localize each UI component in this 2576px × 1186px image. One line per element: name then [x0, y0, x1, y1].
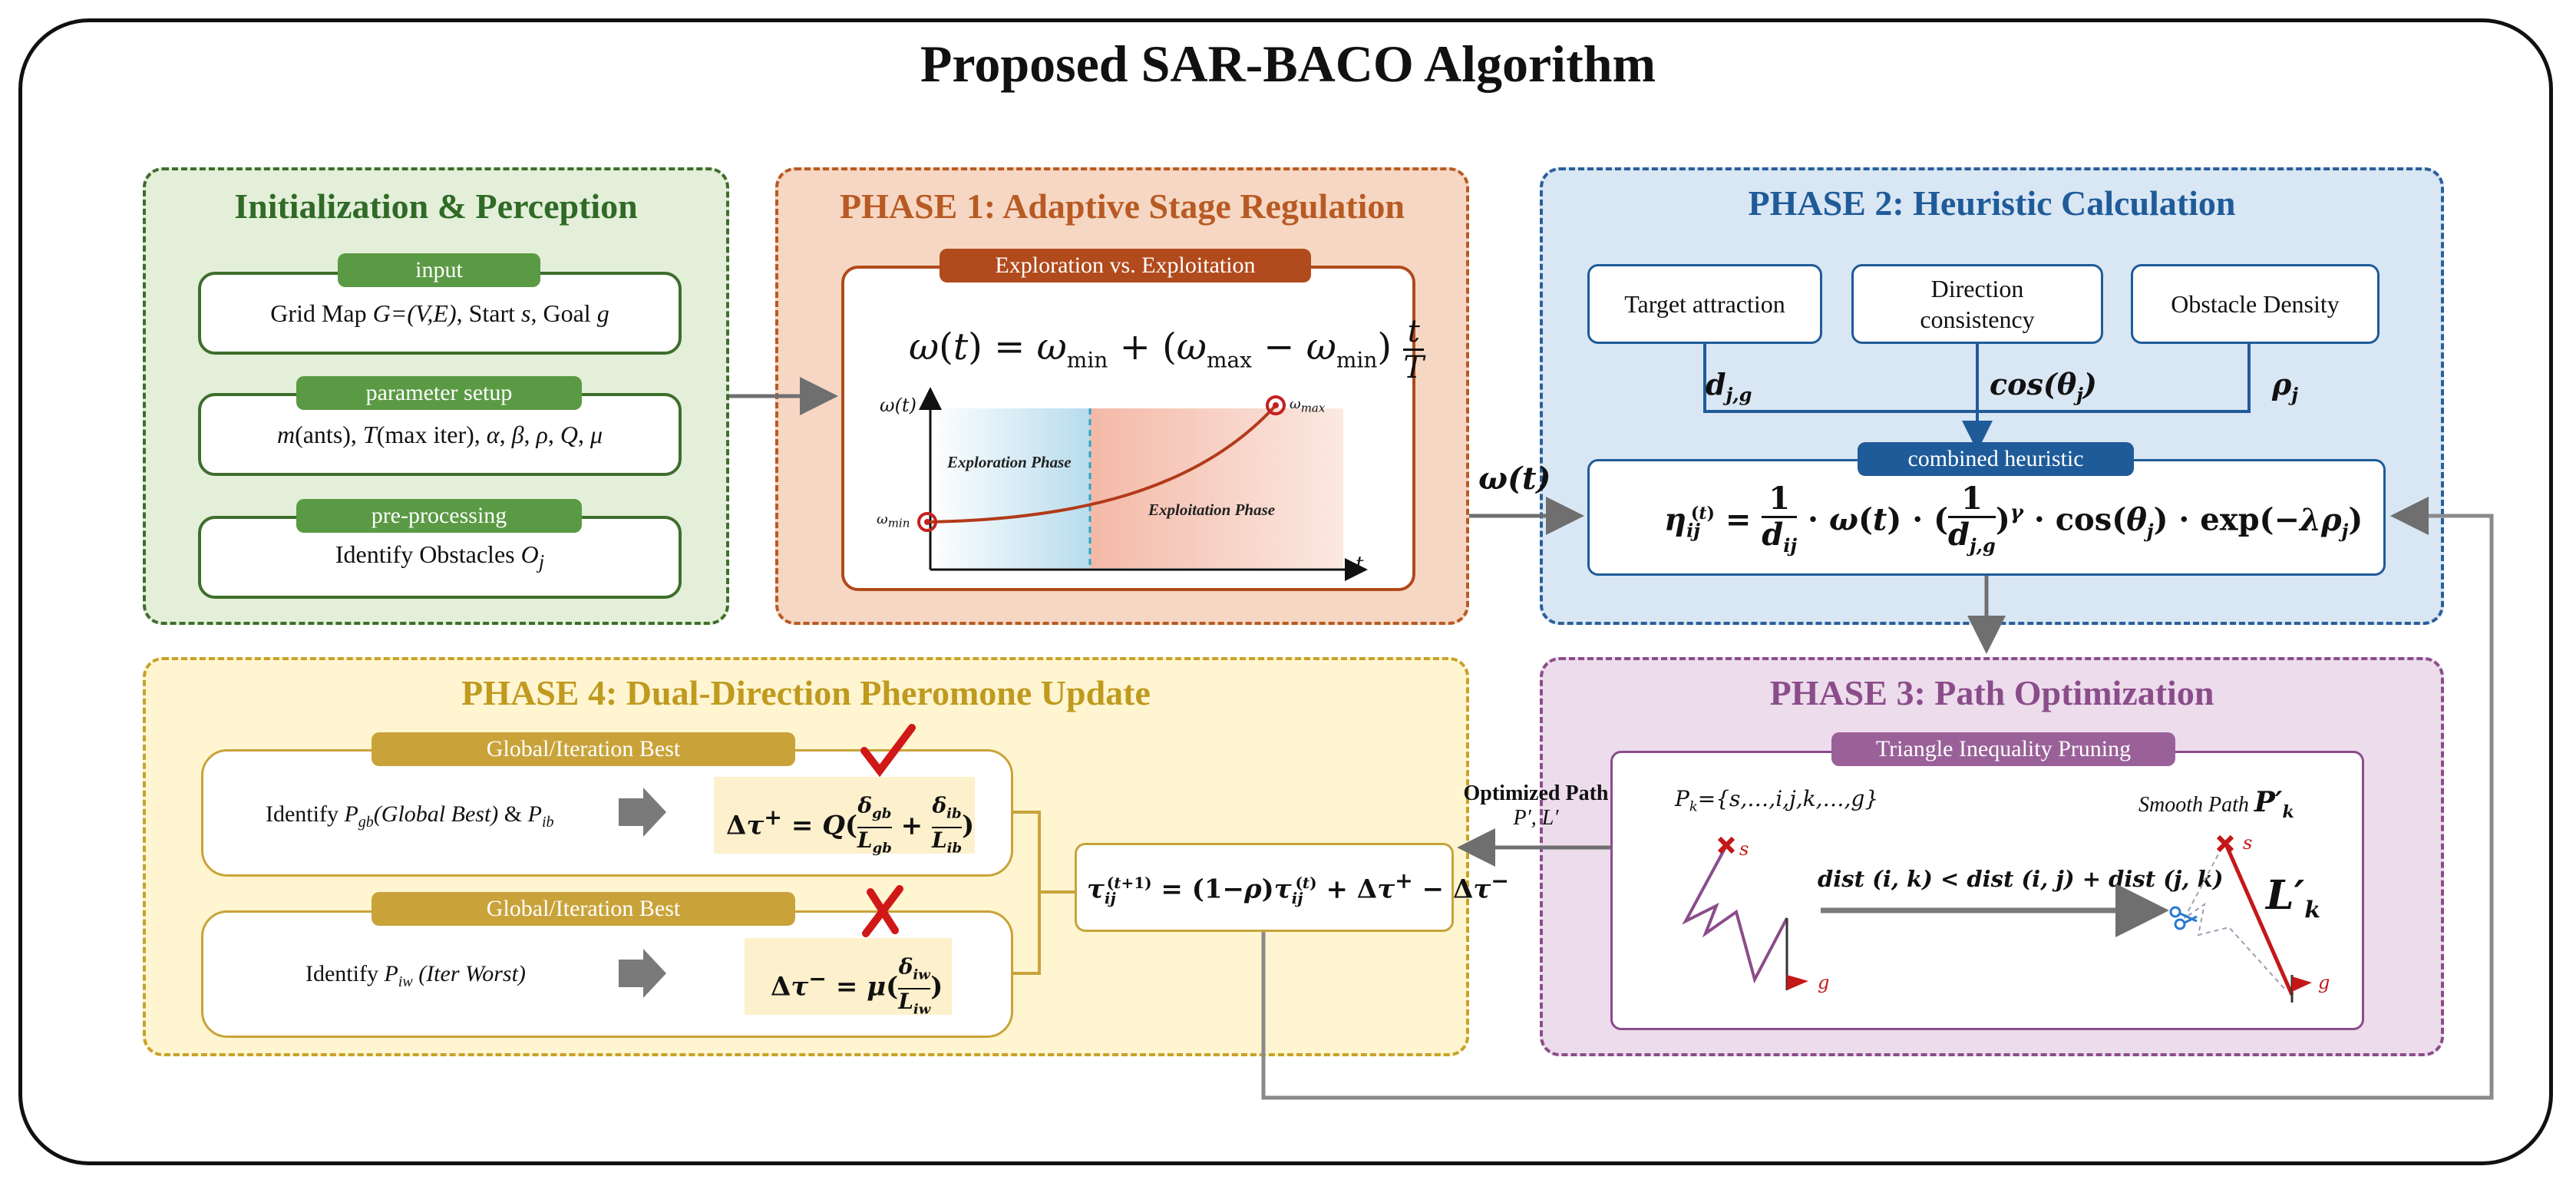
omega-max-dot [1273, 402, 1279, 408]
pk-set-label: Pk={s,…,i,j,k,…,g} [1675, 786, 1879, 815]
obstacle-density-box: Obstacle Density [2131, 264, 2379, 344]
smooth-goal-flag-icon [2292, 976, 2312, 992]
best-tag: Global/Iteration Best [372, 732, 795, 766]
optimized-path-label: Optimized Path P′, L′ [1463, 781, 1609, 830]
smooth-path-label: Smooth Path P′k [2138, 786, 2294, 823]
rho-j-label: ρj [2272, 367, 2298, 406]
worst-tag: Global/Iteration Best [372, 892, 795, 926]
chart-x-label: t [1356, 553, 1364, 576]
diagram-title: Proposed SAR-BACO Algorithm [920, 35, 1656, 93]
omega-min-label: ωmin [877, 511, 910, 530]
exploration-region [930, 408, 1090, 568]
phase1-tag: Exploration vs. Exploitation [940, 249, 1311, 282]
cross-icon-b [862, 885, 903, 937]
omega-min-dot [924, 519, 930, 525]
scissors-icon [2169, 906, 2198, 930]
d-jg-label: dj,g [1706, 367, 1752, 406]
best-text: Identify Pgb(Global Best) & Pib [266, 801, 554, 831]
omega-max-point [1266, 395, 1286, 415]
phase4-title: PHASE 4: Dual-Direction Pheromone Update [461, 673, 1151, 712]
pruned-segments [2184, 839, 2287, 991]
feedback-loop-arrow [1261, 497, 2494, 1100]
exploitation-region [1090, 408, 1343, 568]
chart-y-label: ω(t) [880, 395, 916, 416]
smooth-start-label: s [2243, 832, 2253, 854]
exploration-label: Exploration Phase [947, 453, 1072, 471]
init-title: Initialization & Perception [234, 187, 638, 226]
exploitation-label: Exploitation Phase [1148, 500, 1276, 519]
smooth-start-cross-b [2216, 834, 2234, 853]
update-box [1075, 843, 1454, 932]
phase1-title: PHASE 1: Adaptive Stage Regulation [839, 187, 1405, 226]
target-attraction-box: Target attraction [1587, 264, 1822, 344]
raw-path [1682, 844, 1788, 984]
preprocessing-tag: pre-processing [296, 499, 582, 533]
omega-max-label: ωmax [1290, 396, 1326, 415]
omega-flow-label: ω(t) [1478, 461, 1551, 497]
phase3-box [1610, 751, 2364, 1030]
worst-arrow-icon [619, 949, 666, 998]
params-tag: parameter setup [296, 376, 582, 410]
goal-flag-icon [1787, 975, 1808, 990]
update-formula: τij(t+1) = (1−ρ)τij(t) + Δτ+ − Δτ− [1087, 867, 1510, 908]
smooth-goal-label: g [2318, 972, 2330, 993]
omega-min-point [917, 512, 937, 532]
preprocessing-text: Identify Obstacles Oj [335, 540, 545, 573]
omega-curve [930, 404, 1277, 524]
smooth-path-line [2224, 843, 2294, 996]
worst-formula-bg [745, 938, 952, 1015]
input-tag: input [338, 253, 540, 287]
combined-heuristic-tag: combined heuristic [1858, 442, 2134, 476]
best-formula-bg [714, 777, 975, 854]
direction-consistency-box: Direction consistency [1851, 264, 2103, 344]
cos-theta-label: cos(θj) [1990, 367, 2097, 406]
worst-text: Identify Piw (Iter Worst) [305, 961, 526, 990]
start-cross-b [1717, 836, 1735, 854]
lk-label: L′k [2266, 872, 2321, 924]
check-icon [860, 724, 916, 778]
input-text: Grid Map G=(V,E), Start s, Goal g [270, 299, 609, 327]
phase3-tag: Triangle Inequality Pruning [1831, 732, 2175, 766]
phase3-title: PHASE 3: Path Optimization [1769, 673, 2214, 712]
phase2-title: PHASE 2: Heuristic Calculation [1748, 183, 2236, 223]
params-text: m(ants), T(max iter), α, β, ρ, Q, μ [276, 420, 603, 448]
best-arrow-icon [619, 788, 666, 837]
raw-goal-label: g [1818, 972, 1830, 993]
raw-start-label: s [1739, 838, 1749, 860]
